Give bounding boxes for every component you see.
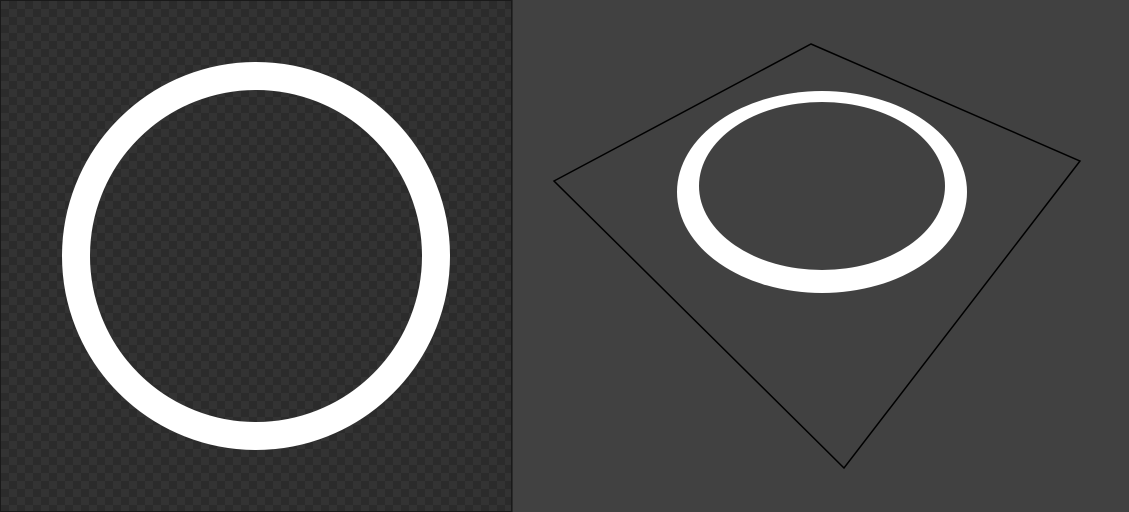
texture-2d-viewport[interactable] [0,0,512,512]
scene-canvas [552,43,1082,470]
ring-texture-icon [62,62,450,450]
scene-3d-viewport[interactable] [513,0,1129,512]
ring-texture-canvas [62,62,450,450]
projected-ring-icon [677,91,967,293]
viewport-splitter[interactable] [512,0,513,512]
